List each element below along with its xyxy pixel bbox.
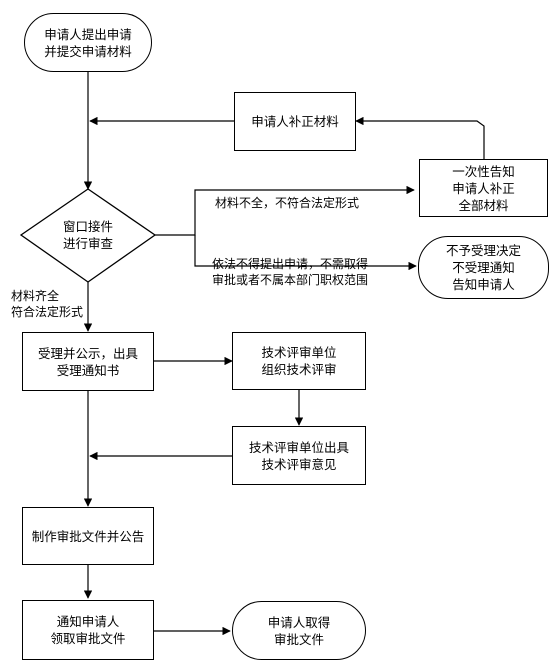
connector-review-branch <box>155 185 415 236</box>
notify-once-node: 一次性告知 申请人补正 全部材料 <box>419 159 548 217</box>
start-node: 申请人提出申请 并提交申请材料 <box>24 13 152 72</box>
make-doc-node: 制作审批文件并公告 <box>22 507 154 565</box>
label-incomplete: 材料不全，不符合法定形式 <box>215 196 360 210</box>
tech-org-node: 技术评审单位 组织技术评审 <box>232 332 366 390</box>
tech-opinion-node: 技术评审单位出具 技术评审意见 <box>232 426 366 485</box>
notify-collect-node: 通知申请人 领取审批文件 <box>22 600 154 660</box>
accept-node: 受理并公示，出具 受理通知书 <box>22 332 154 391</box>
end-node: 申请人取得 审批文件 <box>232 601 366 660</box>
review-decision-label: 窗口接件 进行审查 <box>62 219 113 251</box>
label-complete: 材料齐全 符合法定形式 <box>11 289 84 319</box>
reject-node: 不予受理决定 不受理通知 告知申请人 <box>418 236 549 299</box>
arrow-notify-to-supplement <box>355 116 485 159</box>
review-decision-diamond <box>19 188 157 283</box>
label-not-accept: 依法不得提出申请，不需取得 审批或者不属本部门职权范围 <box>212 257 369 287</box>
supplement-node: 申请人补正材料 <box>234 92 356 151</box>
arrow-review-to-reject <box>194 235 417 271</box>
